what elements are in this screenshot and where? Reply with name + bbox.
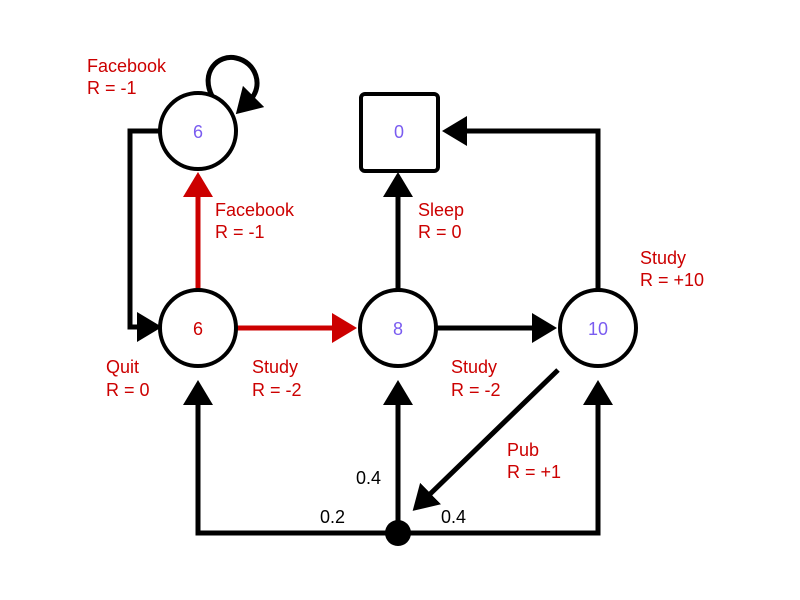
- class3-value: 10: [588, 319, 608, 339]
- prob-to-class1-label: 0.2: [320, 507, 345, 527]
- class2-node: [358, 288, 438, 368]
- sleep-terminal-node: [359, 92, 440, 173]
- study-top-reward-label: R = +10: [640, 270, 704, 290]
- pub-chance-node: [385, 520, 411, 546]
- facebook-state-value: 6: [193, 122, 203, 142]
- quit-arrow: [127, 128, 162, 342]
- quit-action-label: Quit: [106, 357, 139, 377]
- sleep-terminal-value: 0: [394, 122, 404, 142]
- facebook-up-action-label: Facebook: [215, 200, 295, 220]
- pub-arrow: [412, 368, 560, 511]
- facebook-state-node: [158, 91, 238, 171]
- class1-node: [158, 288, 238, 368]
- pub-to-class1-arrow: [183, 380, 398, 536]
- class3-node: [558, 288, 638, 368]
- study1-action-label: Study: [252, 357, 298, 377]
- study2-action-label: Study: [451, 357, 497, 377]
- study-top-arrow: [442, 116, 601, 290]
- prob-to-class2-label: 0.4: [356, 468, 381, 488]
- study2-reward-label: R = -2: [451, 380, 501, 400]
- class2-value: 8: [393, 319, 403, 339]
- prob-to-class3-label: 0.4: [441, 507, 466, 527]
- facebook-up-reward-label: R = -1: [215, 222, 265, 242]
- study1-reward-label: R = -2: [252, 380, 302, 400]
- class1-value: 6: [193, 319, 203, 339]
- quit-reward-label: R = 0: [106, 380, 150, 400]
- facebook-self-loop-arrow: [205, 54, 265, 115]
- pub-action-label: Pub: [507, 440, 539, 460]
- pub-to-class3-arrow: [398, 380, 613, 536]
- pub-reward-label: R = +1: [507, 462, 561, 482]
- facebook-loop-action-label: Facebook: [87, 56, 167, 76]
- sleep-reward-label: R = 0: [418, 222, 462, 242]
- study-top-action-label: Study: [640, 248, 686, 268]
- sleep-action-label: Sleep: [418, 200, 464, 220]
- facebook-loop-reward-label: R = -1: [87, 78, 137, 98]
